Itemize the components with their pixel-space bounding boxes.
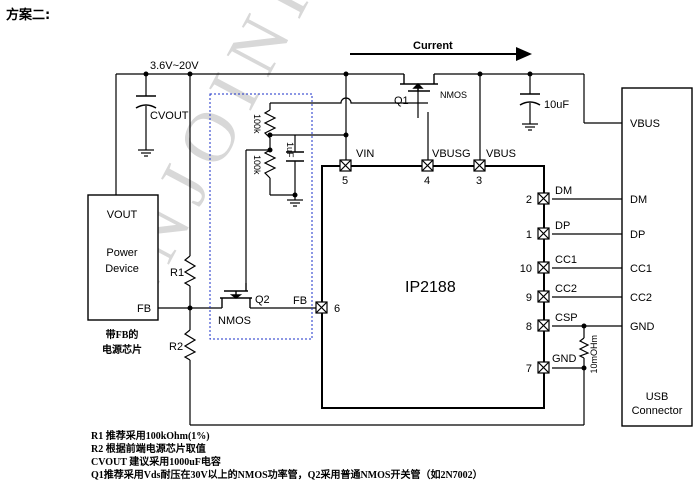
cap-1uf-ground-icon bbox=[287, 199, 303, 207]
cap-10uf-ground-icon bbox=[522, 123, 538, 131]
pin-csp-name: CSP bbox=[555, 312, 578, 324]
pin-gnd-name: GND bbox=[552, 353, 577, 365]
cvout-label: CVOUT bbox=[150, 110, 189, 122]
res-100k-bottom-label: 100k bbox=[252, 155, 262, 175]
pin-cc2-name: CC2 bbox=[555, 283, 577, 295]
usb-connector-box bbox=[621, 87, 693, 427]
cvout-capacitor bbox=[135, 95, 157, 109]
pin-gnd-num: 7 bbox=[526, 363, 532, 375]
pin-dm-num: 2 bbox=[526, 194, 532, 206]
pin-dm-name: DM bbox=[555, 185, 572, 197]
optional-circuit-box bbox=[209, 93, 313, 340]
usb-pin-cc2: CC2 bbox=[630, 292, 652, 304]
res-100k-bottom bbox=[263, 149, 277, 179]
note-line: CVOUT 建议采用1000uF电容 bbox=[91, 455, 221, 468]
fb-net-label: FB bbox=[293, 295, 307, 307]
power-device-name-line2: Device bbox=[105, 263, 139, 275]
pin-vbusg-name: VBUSG bbox=[432, 148, 471, 160]
q1-nmos bbox=[400, 74, 438, 92]
pin-cc2-box bbox=[537, 290, 550, 303]
power-device-name-line1: Power bbox=[106, 247, 138, 259]
usb-pin-dp: DP bbox=[630, 229, 645, 241]
pin-vbusg-num: 4 bbox=[424, 175, 430, 187]
pin-vbus-name: VBUS bbox=[486, 148, 516, 160]
pin-fb-box bbox=[315, 301, 328, 314]
pin-vin-name: VIN bbox=[356, 148, 374, 160]
usb-pin-cc1: CC1 bbox=[630, 263, 652, 275]
pin-dp-num: 1 bbox=[526, 229, 532, 241]
current-label: Current bbox=[413, 40, 453, 52]
page-heading: 方案二: bbox=[6, 7, 50, 23]
pin-cc1-box bbox=[537, 261, 550, 274]
pin-dm-box bbox=[537, 192, 550, 205]
res-r2 bbox=[183, 329, 197, 361]
res-100k-top bbox=[263, 109, 277, 139]
res-r1 bbox=[183, 255, 197, 287]
sense-res-label: 10mOHm bbox=[589, 335, 599, 374]
pin-cc1-num: 10 bbox=[520, 263, 532, 275]
wires bbox=[115, 73, 622, 426]
cap-1uf-label: 1uF bbox=[285, 142, 295, 158]
usb-pin-vbus: VBUS bbox=[630, 118, 660, 130]
pin-dp-box bbox=[537, 227, 550, 240]
q1-label: Q1 bbox=[394, 95, 409, 107]
pin-cc2-num: 9 bbox=[526, 292, 532, 304]
note-line: Q1推荐采用Vds耐压在30V以上的NMOS功率管，Q2采用普通NMOS开关管（… bbox=[91, 468, 483, 481]
power-device-box bbox=[87, 194, 159, 321]
cap-1uf bbox=[286, 151, 304, 162]
pin-cc1-name: CC1 bbox=[555, 254, 577, 266]
power-device-fb: FB bbox=[137, 303, 151, 315]
cap-10uf bbox=[519, 93, 541, 106]
pin-csp-num: 8 bbox=[526, 321, 532, 333]
junction-dots bbox=[143, 71, 587, 371]
usb-title-line1: USB bbox=[646, 391, 669, 403]
chip-name: IP2188 bbox=[405, 279, 456, 296]
q1-type: NMOS bbox=[440, 90, 467, 100]
r2-label: R2 bbox=[169, 341, 183, 353]
ip2188-chip bbox=[321, 165, 545, 409]
q2-label: Q2 bbox=[255, 294, 270, 306]
cap-10uf-label: 10uF bbox=[544, 99, 569, 111]
note-line: R1 推荐采用100kOhm(1%) bbox=[91, 429, 210, 442]
res-sense bbox=[578, 337, 590, 359]
r1-label: R1 bbox=[170, 267, 184, 279]
pin-fb-num: 6 bbox=[334, 303, 340, 315]
q2-type: NMOS bbox=[218, 315, 251, 327]
pin-vbus-box bbox=[473, 159, 486, 172]
pin-gnd-box bbox=[537, 361, 550, 374]
power-device-caption-1: 带FB的 bbox=[106, 328, 139, 341]
note-line: R2 根据前端电源芯片取值 bbox=[91, 442, 206, 455]
usb-title-line2: Connector bbox=[632, 405, 683, 417]
pin-vbus-num: 3 bbox=[476, 175, 482, 187]
pin-vin-box bbox=[339, 159, 352, 172]
current-arrow bbox=[350, 47, 532, 61]
usb-pin-dm: DM bbox=[630, 194, 647, 206]
cvout-ground-icon bbox=[138, 149, 154, 157]
pin-csp-box bbox=[537, 319, 550, 332]
pin-dp-name: DP bbox=[555, 220, 570, 232]
power-device-caption-2: 电源芯片 bbox=[102, 343, 142, 356]
power-device-vout: VOUT bbox=[107, 209, 138, 221]
usb-pin-gnd: GND bbox=[630, 321, 655, 333]
pin-vbusg-box bbox=[421, 159, 434, 172]
res-100k-top-label: 100k bbox=[252, 114, 262, 134]
q2-nmos bbox=[220, 283, 252, 308]
pin-vin-num: 5 bbox=[342, 175, 348, 187]
input-voltage-label: 3.6V~20V bbox=[150, 60, 199, 72]
